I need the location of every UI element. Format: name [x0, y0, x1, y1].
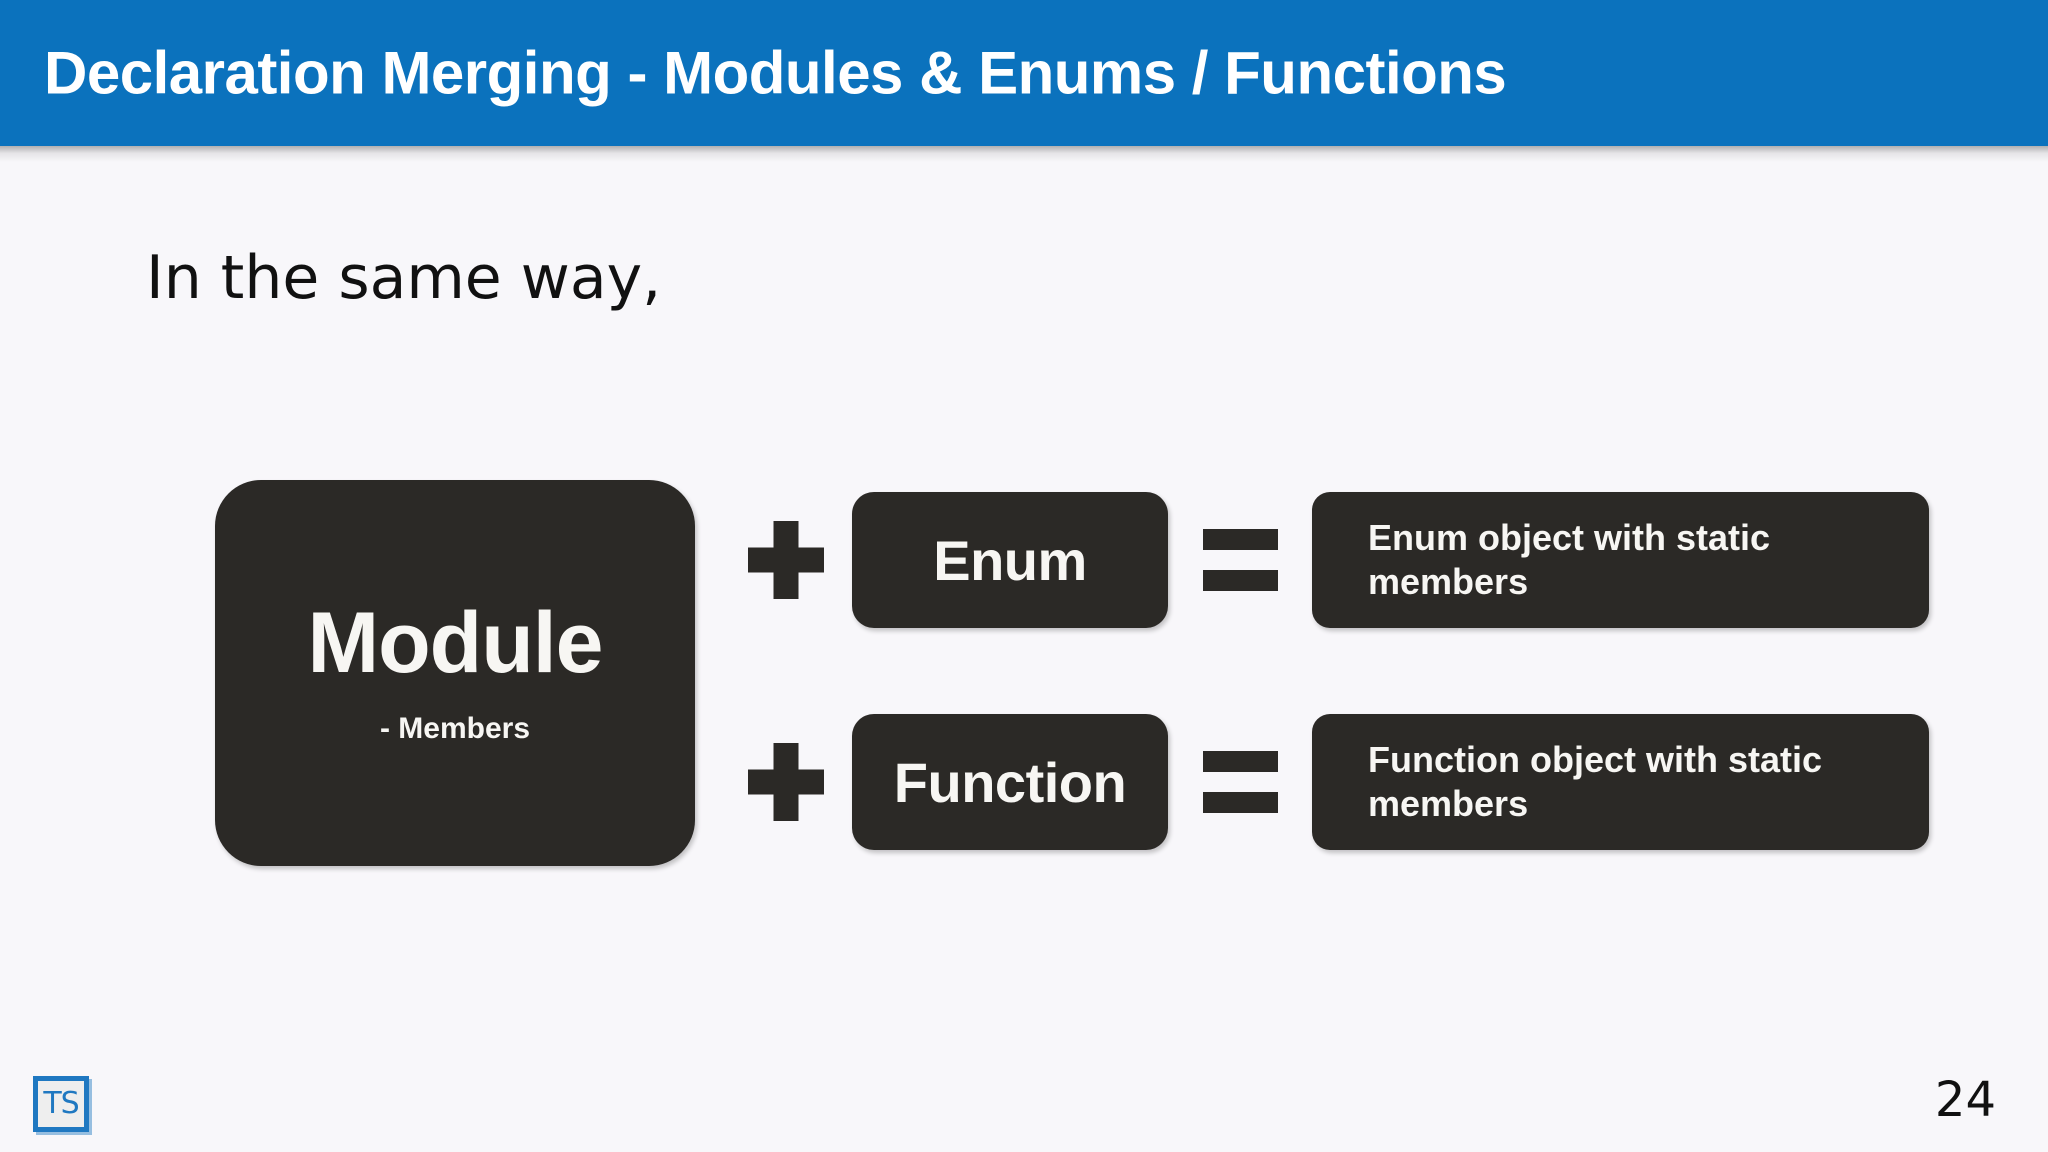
page-title: Declaration Merging - Modules & Enums / … [44, 39, 1507, 107]
typescript-logo-icon: TS [33, 1076, 89, 1132]
operand-box-enum: Enum [852, 492, 1168, 628]
equals-icon-bar-top [1203, 529, 1278, 550]
title-bar-shadow [0, 146, 2048, 162]
intro-text: In the same way, [146, 243, 662, 313]
module-box-title: Module [307, 595, 604, 691]
module-box-subtitle: - Members [379, 712, 531, 745]
plus-icon-row-2 [748, 743, 824, 821]
typescript-logo-label: TS [43, 1086, 79, 1121]
module-box: Module - Members [215, 480, 695, 866]
equals-icon-bar-top [1203, 751, 1278, 772]
plus-icon-row-1 [748, 521, 824, 599]
plus-icon-bar-vertical [773, 743, 799, 821]
operand-box-function-label: Function [893, 750, 1127, 814]
plus-icon-bar-vertical [773, 521, 799, 599]
page-number: 24 [1934, 1072, 1996, 1128]
operand-box-function: Function [852, 714, 1168, 850]
equals-icon-row-2 [1203, 751, 1278, 813]
equals-icon-bar-bottom [1203, 570, 1278, 591]
slide-title-bar: Declaration Merging - Modules & Enums / … [0, 0, 2048, 146]
result-box-enum-label: Enum object with static members [1368, 517, 1771, 602]
operand-box-enum-label: Enum [933, 528, 1087, 592]
result-box-function: Function object with static members [1312, 714, 1929, 850]
equals-icon-bar-bottom [1203, 792, 1278, 813]
result-box-enum: Enum object with static members [1312, 492, 1929, 628]
result-box-function-label: Function object with static members [1368, 739, 1823, 824]
equals-icon-row-1 [1203, 529, 1278, 591]
